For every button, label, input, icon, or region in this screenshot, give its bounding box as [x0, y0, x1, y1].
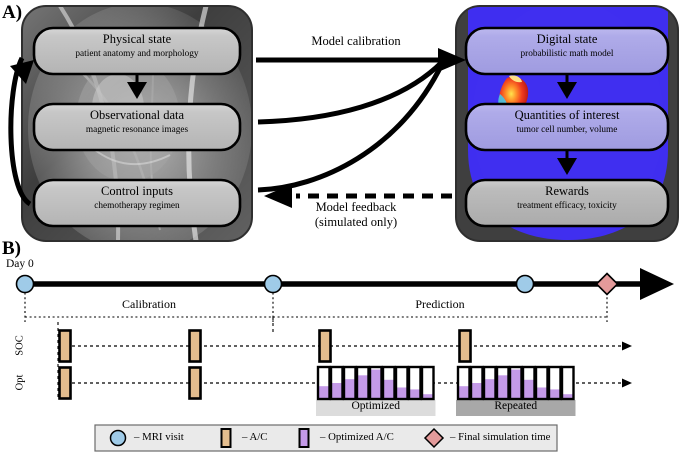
legend-label-final-sim: – Final simulation time — [450, 431, 551, 443]
timeline-markers — [15, 272, 619, 296]
optimized-dose-bar — [420, 365, 435, 401]
quantities-of-interest-title: Quantities of interest — [514, 108, 620, 122]
optimized-dose-bar — [355, 365, 370, 401]
phase-label-prediction: Prediction — [415, 297, 465, 311]
legend-icon-diamond — [423, 427, 445, 449]
observational-data-subtitle: magnetic resonance images — [85, 125, 189, 135]
optimized-dose-bar — [342, 365, 357, 401]
group-label-optimized: Optimized — [351, 400, 401, 412]
legend-label-optimized-ac: – Optimized A/C — [320, 431, 394, 443]
soc-dose-bar — [58, 329, 72, 363]
final-simulation-marker — [595, 272, 619, 296]
physical-state-subtitle: patient anatomy and morphology — [75, 49, 199, 59]
soc-dose-bar — [318, 329, 332, 363]
optimized-dose-bar — [482, 365, 497, 401]
digital-state-title: Digital state — [536, 32, 598, 46]
observational-data-title: Observational data — [89, 108, 185, 122]
optimized-dose-bar — [329, 365, 344, 401]
dose-group-bands — [316, 400, 576, 416]
legend-label-ac: – A/C — [242, 431, 268, 443]
optimized-dose-bar — [407, 365, 422, 401]
connector-model-calibration — [256, 48, 466, 193]
legend-label-mri-visit: – MRI visit — [134, 431, 184, 443]
optimized-dose-bar — [368, 365, 383, 401]
legend-icon-circle — [109, 429, 127, 447]
optimized-dose-bar — [547, 365, 562, 401]
model-feedback-label-2: (simulated only) — [314, 215, 398, 229]
phase-label-calibration: Calibration — [122, 297, 176, 311]
row-label-opt: Opt — [14, 374, 26, 391]
physical-internal-arrow — [127, 74, 147, 99]
control-inputs-title: Control inputs — [101, 184, 173, 198]
optimized-dose-bar — [469, 365, 484, 401]
optimized-dose-bar — [316, 365, 331, 401]
mri-visit-marker — [515, 274, 535, 294]
optimized-dose-bar — [394, 365, 409, 401]
rewards-title: Rewards — [545, 184, 589, 198]
optimized-dose-bar — [456, 365, 471, 401]
model-feedback-label-1: Model feedback — [315, 200, 397, 214]
physical-twin-card — [21, 5, 253, 242]
dose-bars — [58, 329, 575, 401]
soc-dose-bar — [458, 329, 472, 363]
digital-internal-arrow-1 — [557, 74, 577, 99]
connector-control-loop — [8, 56, 34, 207]
opt-dose-bar — [58, 366, 72, 400]
optimized-dose-bar — [534, 365, 549, 401]
timeline-guides — [57, 317, 274, 400]
dose-group-band — [316, 400, 436, 416]
mri-visit-marker — [263, 274, 283, 294]
legend-icon-bar — [220, 428, 232, 448]
quantities-of-interest-subtitle: tumor cell number, volume — [516, 125, 618, 135]
soc-row-axis — [60, 341, 632, 351]
opt-dose-bar — [188, 366, 202, 400]
control-inputs-subtitle: chemotherapy regimen — [94, 201, 180, 211]
physical-state-title: Physical state — [102, 32, 172, 46]
legend-icon-bar — [298, 428, 310, 448]
legend-box — [94, 424, 558, 452]
digital-twin-card — [455, 5, 679, 242]
optimized-dose-bar — [495, 365, 510, 401]
panel-b-letter: B) — [2, 238, 21, 259]
connector-model-feedback — [264, 184, 452, 208]
day-zero-label: Day 0 — [6, 258, 34, 270]
optimized-dose-bar — [521, 365, 536, 401]
dose-group-band — [456, 400, 576, 416]
group-label-repeated: Repeated — [494, 400, 538, 412]
rewards-subtitle: treatment efficacy, toxicity — [517, 201, 617, 211]
optimized-dose-bar — [560, 365, 575, 401]
digital-state-subtitle: probabilistic math model — [520, 49, 614, 59]
model-calibration-label: Model calibration — [311, 34, 401, 48]
optimized-dose-bar — [381, 365, 396, 401]
digital-internal-arrow-2 — [557, 150, 577, 175]
legend-icons — [109, 427, 445, 449]
panel-a-letter: A) — [2, 2, 23, 23]
optimized-dose-bar — [508, 365, 523, 401]
timeline-axis — [25, 268, 674, 300]
mri-visit-marker — [15, 274, 35, 294]
soc-dose-bar — [188, 329, 202, 363]
